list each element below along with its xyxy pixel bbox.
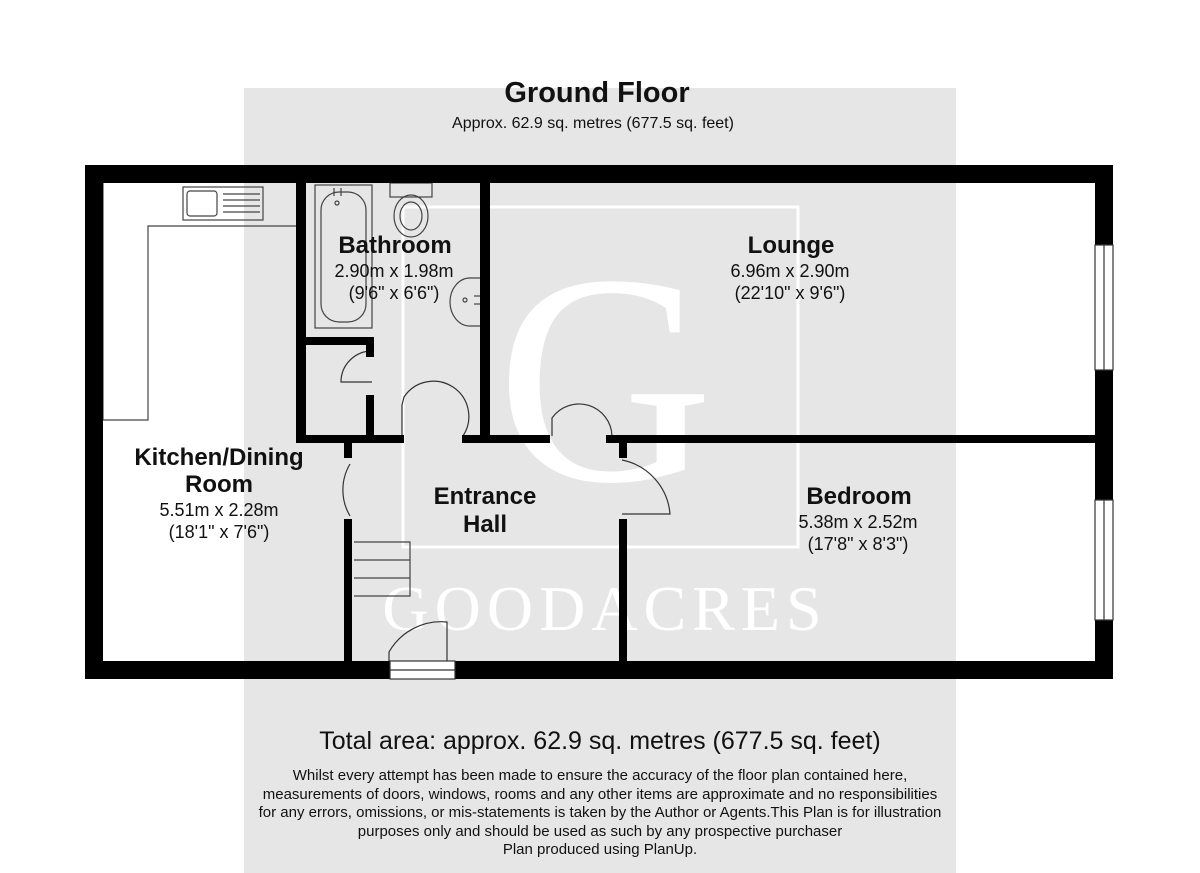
windows (389, 244, 1114, 680)
room-name-line2: Room (185, 471, 253, 498)
basin-icon (449, 277, 484, 327)
page-subtitle: Approx. 62.9 sq. metres (677.5 sq. feet) (452, 115, 734, 132)
sink-icon (186, 190, 218, 217)
room-name-line1: Kitchen/Dining (134, 444, 303, 471)
room-lounge: Lounge 6.96m x 2.90m (22'10" x 9'6") (730, 232, 849, 303)
room-name: Bathroom (338, 232, 451, 259)
room-bedroom: Bedroom 5.38m x 2.52m (17'8" x 8'3") (798, 483, 917, 554)
window-bedroom (1094, 499, 1114, 621)
room-size-metric: 2.90m x 1.98m (334, 261, 453, 281)
walls (85, 165, 1113, 679)
page-title: Ground Floor (504, 77, 689, 109)
door-bedroom (621, 459, 671, 515)
room-bathroom: Bathroom 2.90m x 1.98m (9'6" x 6'6") (334, 232, 453, 303)
room-size-imperial: (9'6" x 6'6") (349, 283, 440, 303)
room-name-line1: Entrance (434, 483, 537, 510)
watermark-panel (244, 88, 956, 873)
room-size-imperial: (18'1" x 7'6") (169, 522, 270, 542)
room-size-imperial: (22'10" x 9'6") (735, 283, 846, 303)
room-entrance-hall: Entrance Hall (434, 483, 537, 538)
doors (340, 350, 671, 669)
disclaimer-line: Plan produced using PlanUp. (502, 841, 698, 858)
room-name: Lounge (748, 232, 835, 259)
room-name: Bedroom (806, 483, 911, 510)
door-front (388, 621, 448, 669)
watermark-letter: G (497, 213, 714, 545)
door-bathroom (401, 380, 470, 437)
disclaimer-line: measurements of doors, windows, rooms an… (262, 785, 938, 803)
window-entrance (389, 660, 456, 680)
room-size-imperial: (17'8" x 8'3") (808, 534, 909, 554)
bath-icon (314, 184, 373, 329)
disclaimer-line: for any errors, omissions, or mis-statem… (258, 804, 942, 821)
disclaimer: Whilst every attempt has been made to en… (0, 767, 1200, 860)
watermark-wordmark: GOODACRES (382, 573, 827, 644)
total-area: Total area: approx. 62.9 sq. metres (677… (319, 727, 881, 755)
room-size-metric: 5.51m x 2.28m (159, 500, 278, 520)
room-kitchen-dining: Kitchen/Dining Room 5.51m x 2.28m (18'1"… (134, 444, 303, 542)
watermark-frame (401, 205, 800, 549)
room-name-line2: Hall (463, 511, 507, 538)
stairs (354, 541, 411, 597)
window-lounge (1094, 244, 1114, 371)
disclaimer-line: Whilst every attempt has been made to en… (292, 767, 908, 784)
door-kitchen (342, 463, 351, 517)
disclaimer-line: purposes only and should be used as such… (357, 822, 843, 840)
door-lounge (551, 403, 613, 437)
room-size-metric: 5.38m x 2.52m (798, 512, 917, 532)
room-size-metric: 6.96m x 2.90m (730, 261, 849, 281)
